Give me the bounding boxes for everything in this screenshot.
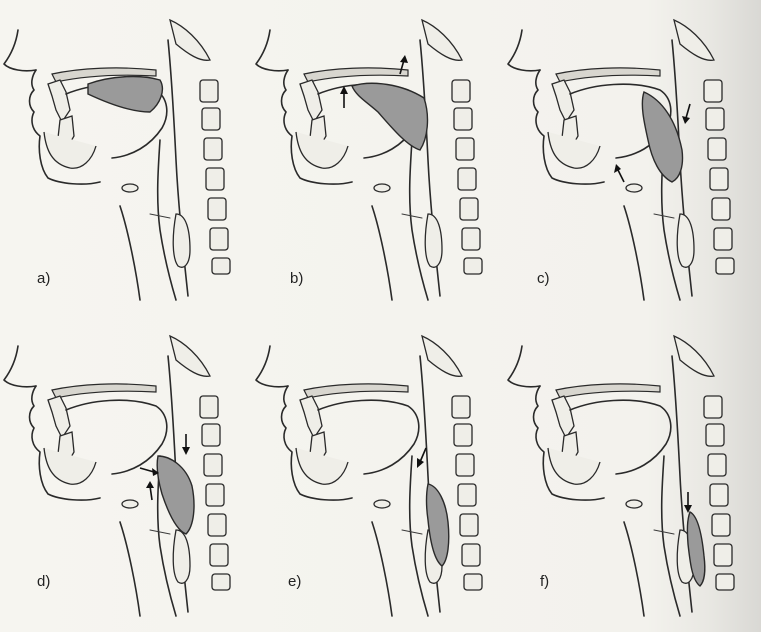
arrow-up-larynx	[146, 481, 154, 500]
panel-a-drawing	[0, 0, 250, 316]
panel-label: c)	[537, 270, 550, 287]
bolus	[157, 456, 194, 534]
panel-label: a)	[37, 270, 50, 287]
arrow-down-pharynx	[182, 434, 190, 455]
panel-c: c)	[504, 0, 754, 316]
panel-label: f)	[540, 573, 549, 590]
panel-a: a)	[0, 0, 250, 316]
arrow-pharynx	[682, 104, 690, 124]
arrow-down-pharynx	[417, 448, 426, 468]
arrow-down-esophagus	[684, 492, 692, 513]
panel-e: e)	[252, 316, 502, 632]
panel-b-drawing	[252, 0, 502, 316]
bolus	[352, 83, 427, 150]
panel-label: d)	[37, 573, 50, 590]
panel-label: e)	[288, 573, 301, 590]
panel-d: d)	[0, 316, 250, 632]
arrow-hyoid	[614, 164, 624, 182]
arrow-right-larynx	[140, 468, 159, 476]
panel-label: b)	[290, 270, 303, 287]
panel-c-drawing	[504, 0, 754, 316]
bolus	[88, 77, 162, 112]
panel-b: b)	[252, 0, 502, 316]
arrow-up-tongue	[340, 86, 348, 108]
panel-f: f)	[504, 316, 754, 632]
